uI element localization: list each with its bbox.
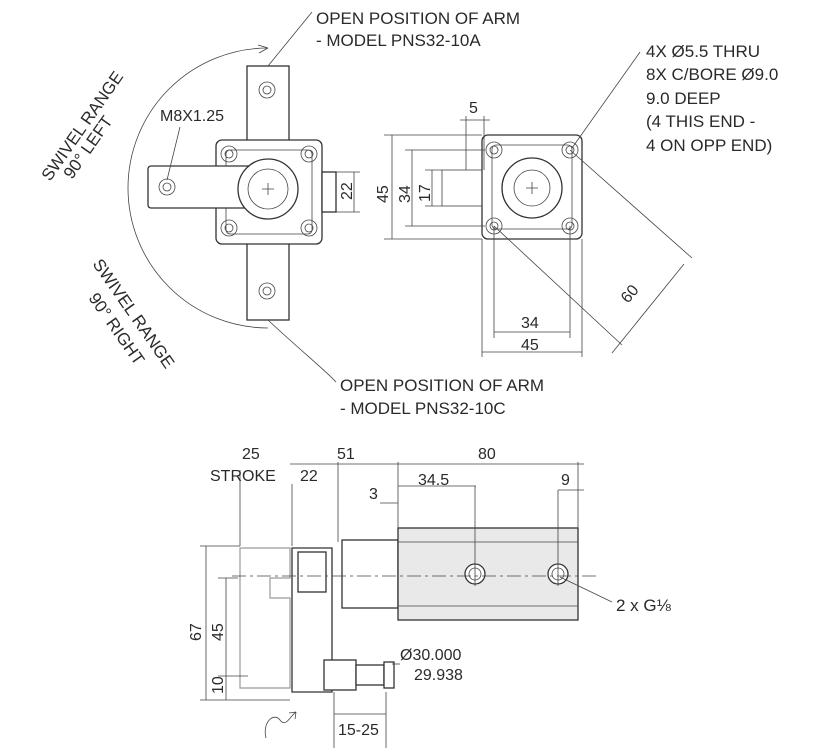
end-view: 5 45 34 17 34 45 60 4X Ø5.5 THRU 8X C/BO… xyxy=(375,42,778,357)
dim-9: 9 xyxy=(561,472,570,489)
holes-note-line4: (4 THIS END - xyxy=(646,112,755,131)
open-arm-a-line1: OPEN POSITION OF ARM xyxy=(316,9,520,28)
arm-open-a xyxy=(246,65,290,151)
open-arm-c-line2: - MODEL PNS32-10C xyxy=(340,399,506,418)
swivel-range-arc xyxy=(127,47,269,329)
dim-67: 67 xyxy=(188,623,205,641)
cylinder-end-inner xyxy=(491,144,573,230)
corner-hole xyxy=(300,219,318,237)
dim-34-h-lines xyxy=(493,226,571,338)
contact-bolt-head xyxy=(323,659,357,691)
top-dim-lines xyxy=(239,462,584,546)
dim-15-25: 15-25 xyxy=(338,722,379,739)
dim-22: 22 xyxy=(339,182,356,200)
swivel-arrow-top xyxy=(257,44,269,54)
corner-hole xyxy=(300,145,318,163)
end-center-cross xyxy=(526,182,538,194)
corner-hole-inner xyxy=(224,223,234,233)
dim-60: 60 xyxy=(618,282,643,307)
dim-34-v-lines xyxy=(405,149,485,227)
arm-open-c xyxy=(246,235,290,321)
dim-45-side-lines xyxy=(218,577,238,700)
dim-51: 51 xyxy=(337,446,355,463)
corner-hole-inner xyxy=(224,149,234,159)
arm-hub xyxy=(297,551,327,593)
holes-note-line2: 8X C/BORE Ø9.0 xyxy=(646,65,778,84)
top-view: 22 M8X1.25 OPEN POSITION OF ARM - MODEL … xyxy=(38,9,544,418)
dim-5: 5 xyxy=(469,100,478,117)
holes-note-line1: 4X Ø5.5 THRU xyxy=(646,42,760,61)
dim-3: 3 xyxy=(369,486,378,503)
arm-a-hole-inner xyxy=(262,85,272,95)
center-cross xyxy=(262,183,274,195)
end-boss-inner xyxy=(513,169,551,207)
dim-34-v: 34 xyxy=(397,185,414,203)
arm-a-hole xyxy=(258,81,276,99)
dim-17: 17 xyxy=(417,184,434,202)
arm-c-hole-inner xyxy=(262,286,272,296)
dim-45-v-lines xyxy=(384,134,482,240)
dim-15-25-lines xyxy=(333,692,387,748)
port-pocket xyxy=(441,169,483,207)
corner-hole-inner xyxy=(304,223,314,233)
dim-67-lines xyxy=(200,545,290,701)
holes-note-line5: 4 ON OPP END) xyxy=(646,136,772,155)
dim-60-lines xyxy=(493,149,693,354)
counterbore-hole xyxy=(561,141,579,159)
dim-25: 25 xyxy=(242,446,260,463)
dim-10: 10 xyxy=(210,676,227,694)
diameter-lower: 29.938 xyxy=(414,667,463,684)
holes-note-line3: 9.0 DEEP xyxy=(646,89,721,108)
holes-leader xyxy=(571,51,641,149)
diameter-upper: Ø30.000 xyxy=(400,647,461,664)
dim-22-side: 22 xyxy=(300,468,318,485)
dim-45-h-lines xyxy=(481,239,583,357)
thread-leader xyxy=(166,126,181,181)
open-arm-c-line1: OPEN POSITION OF ARM xyxy=(340,376,544,395)
dim-34-5: 34.5 xyxy=(418,472,449,489)
center-boss-inner xyxy=(247,168,289,210)
dim-5-lines xyxy=(460,116,490,170)
dim-22-lines xyxy=(336,171,360,213)
open-arm-a-line2: - MODEL PNS32-10A xyxy=(316,31,481,50)
arm-c-hole xyxy=(258,282,276,300)
contact-bolt-tip xyxy=(383,661,395,689)
ports-note: 2 x G⅛ xyxy=(616,596,672,615)
dim-17-lines xyxy=(425,169,442,207)
dim-45-h: 45 xyxy=(521,337,539,354)
contact-bolt-shank xyxy=(355,664,385,686)
corner-hole-inner xyxy=(304,149,314,159)
counterbore-hole xyxy=(485,141,503,159)
cylinder-grooves xyxy=(398,541,578,607)
side-tab xyxy=(321,171,337,213)
arm-screw-inner xyxy=(162,182,172,192)
side-view: 25 STROKE 22 51 80 3 34.5 9 2 x G⅛ 67 45… xyxy=(188,446,672,748)
dim-45-v: 45 xyxy=(375,185,392,203)
corner-hole xyxy=(220,145,238,163)
open-a-leader xyxy=(267,11,313,67)
counterbore-hole-inner xyxy=(489,145,499,155)
rod-collar xyxy=(341,539,399,609)
stroke-label: STROKE xyxy=(210,468,276,485)
ports-leader xyxy=(559,576,613,603)
open-c-leader xyxy=(267,319,337,383)
corner-hole xyxy=(220,219,238,237)
thread-callout: M8X1.25 xyxy=(160,108,224,125)
counterbore-hole-inner xyxy=(565,145,575,155)
rotation-arrow-icon xyxy=(264,711,297,739)
inner-dim-lines xyxy=(380,485,584,586)
dim-34-h: 34 xyxy=(521,315,539,332)
arm-raised-ghost xyxy=(239,547,291,689)
dim-80: 80 xyxy=(478,446,496,463)
dim-45-side: 45 xyxy=(210,623,227,641)
